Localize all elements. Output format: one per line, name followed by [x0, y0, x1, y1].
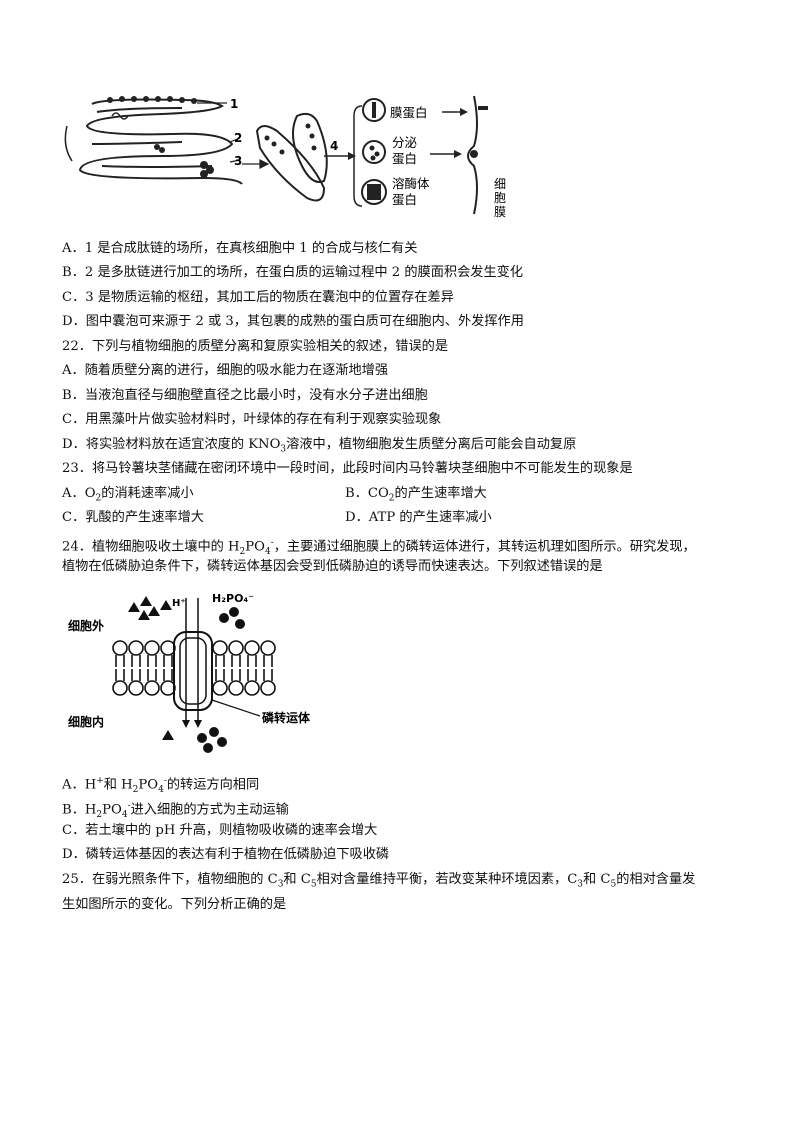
hydrogen-ion-label: H⁺ — [172, 598, 186, 609]
q24-option-d[interactable]: D．磷转运体基因的表达有利于植物在低磷胁迫下吸收磷 — [62, 847, 390, 862]
secreted-protein-label-1: 分泌 — [392, 135, 418, 150]
q21-option-c[interactable]: C．3 是物质运输的枢纽，其加工后的物质在囊泡中的位置存在差异 — [62, 290, 454, 305]
inside-cell-label: 细胞内 — [68, 714, 104, 729]
q24-option-c[interactable]: C．若土壤中的 pH 升高，则植物吸收磷的速率会增大 — [62, 823, 378, 838]
label-3: 3 — [234, 154, 242, 168]
q24-stem-line-1: 24．植物细胞吸收土壤中的 H2PO4-，主要通过细胞膜上的磷转运体进行，其转运… — [62, 538, 696, 558]
protein-transport-figure: 1 2 3 4 膜蛋白 分泌 蛋白 溶酶体 蛋 — [64, 95, 506, 219]
q23-option-a[interactable]: A．O2的消耗速率减小 — [62, 486, 194, 504]
label-2: 2 — [234, 131, 242, 145]
lipid-bilayer — [112, 640, 276, 696]
q21-option-d[interactable]: D．图中囊泡可来源于 2 或 3，其包裹的成熟的蛋白质可在细胞内、外发挥作用 — [62, 314, 524, 329]
secreted-protein-label-2: 蛋白 — [392, 151, 417, 166]
q21-option-a[interactable]: A．1 是合成肽链的场所，在真核细胞中 1 的合成与核仁有关 — [62, 241, 418, 256]
q23-option-c[interactable]: C．乳酸的产生速率增大 — [62, 510, 204, 525]
phosphate-transporter-figure: H⁺ H₂PO₄⁻ 细胞外 细胞内 磷转运体 — [68, 592, 311, 753]
q23-stem: 23．将马铃薯块茎储藏在密闭环境中一段时间，此段时间内马铃薯块茎细胞中不可能发生… — [62, 461, 633, 476]
q22-option-c[interactable]: C．用黑藻叶片做实验材料时，叶绿体的存在有利于观察实验现象 — [62, 412, 442, 427]
q22-option-d[interactable]: D．将实验材料放在适宜浓度的 KNO3溶液中，植物细胞发生质壁分离后可能会自动复… — [62, 437, 577, 455]
q22-option-a[interactable]: A．随着质壁分离的进行，细胞的吸水能力在逐渐地增强 — [62, 363, 389, 378]
q23-option-d[interactable]: D．ATP 的产生速率减小 — [345, 510, 492, 525]
endoplasmic-reticulum-drawing — [64, 98, 243, 185]
label-1: 1 — [230, 97, 238, 111]
q22-stem: 22．下列与植物细胞的质壁分离和复原实验相关的叙述，错误的是 — [62, 339, 449, 354]
lysosome-protein-label-1: 溶酶体 — [392, 176, 430, 191]
q22-option-b[interactable]: B．当液泡直径与细胞壁直径之比最小时，没有水分子进出细胞 — [62, 388, 428, 403]
lysosome-protein-label-2: 蛋白 — [392, 192, 417, 207]
membrane-char-2: 胞 — [494, 191, 506, 205]
q25-stem-line-2: 生如图所示的变化。下列分析正确的是 — [62, 897, 287, 912]
membrane-char-1: 细 — [494, 177, 506, 191]
q24-option-b[interactable]: B．H2PO4-进入细胞的方式为主动运输 — [62, 801, 289, 821]
q24-option-a[interactable]: A．H+和 H2PO4-的转运方向相同 — [62, 776, 260, 796]
q23-option-b[interactable]: B．CO2的产生速率增大 — [345, 486, 487, 504]
golgi-drawing — [255, 112, 328, 202]
transporter-label: 磷转运体 — [262, 710, 311, 725]
outside-cell-label: 细胞外 — [68, 618, 104, 633]
phosphate-ion-label: H₂PO₄⁻ — [212, 592, 254, 605]
q24-stem-line-2: 植物在低磷胁迫条件下，磷转运体基因会受到低磷胁迫的诱导而快速表达。下列叙述错误的… — [62, 559, 603, 574]
membrane-protein-label: 膜蛋白 — [390, 105, 428, 120]
q21-option-b[interactable]: B．2 是多肽链进行加工的场所，在蛋白质的运输过程中 2 的膜面积会发生变化 — [62, 265, 524, 280]
label-4: 4 — [330, 139, 338, 153]
membrane-char-3: 膜 — [494, 205, 506, 219]
q25-stem-line-1: 25．在弱光照条件下，植物细胞的 C3和 C5相对含量维持平衡，若改变某种环境因… — [62, 872, 696, 890]
phosphate-transporter — [173, 631, 213, 711]
